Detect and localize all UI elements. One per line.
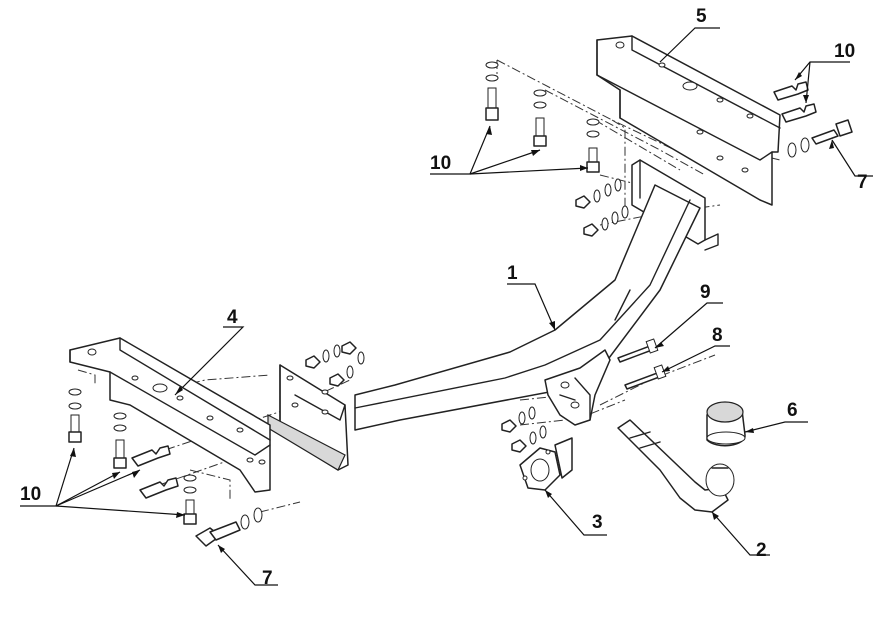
callout-4: 4 [227, 307, 238, 328]
leader-lines [20, 27, 873, 586]
callout-3: 3 [592, 512, 603, 533]
socket-plate-part-3 [519, 437, 573, 491]
bolt-stack-left [68, 388, 197, 525]
nut-washer-set-hitch [501, 406, 547, 453]
callout-10-right-top: 10 [834, 41, 855, 62]
callout-5: 5 [696, 6, 707, 27]
left-bracket-part-4 [69, 337, 271, 493]
callout-8: 8 [712, 325, 723, 346]
bolts-right-horizontal [773, 81, 853, 158]
main-towbar-part-1 [267, 159, 719, 471]
callout-2: 2 [756, 540, 767, 561]
bolt-left-7 [195, 507, 263, 547]
ball-cap-part-6 [706, 401, 746, 447]
callout-1: 1 [507, 263, 518, 284]
pins-8-9 [617, 338, 667, 390]
callout-9: 9 [700, 282, 711, 303]
ball-neck-part-2 [617, 419, 735, 513]
callout-10-left: 10 [20, 484, 41, 505]
right-bracket-part-5 [596, 35, 781, 206]
bolt-stack-right-top [485, 61, 600, 173]
nut-washer-set-center [305, 341, 365, 387]
callout-10-center: 10 [430, 153, 451, 174]
callout-labels: 5 10 10 7 1 4 9 8 6 10 3 2 7 [20, 6, 868, 589]
callout-7-right: 7 [857, 172, 868, 193]
callout-6: 6 [787, 400, 798, 421]
nut-washer-set-right [575, 178, 629, 237]
callout-7-left: 7 [262, 568, 273, 589]
